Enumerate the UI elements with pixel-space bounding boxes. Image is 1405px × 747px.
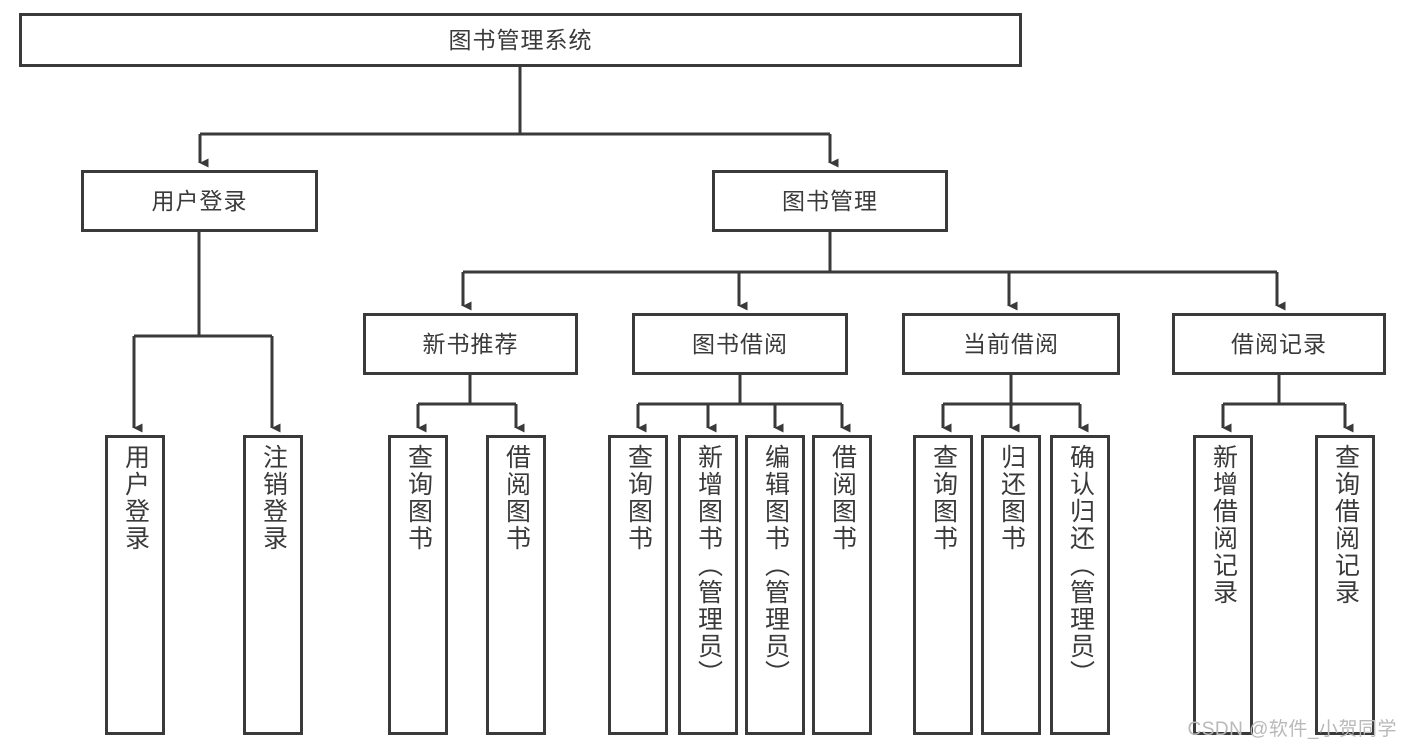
node-leaf-logout-label: 注销登录 xyxy=(259,444,288,552)
node-leaf-return-book-label: 归还图书 xyxy=(997,444,1026,552)
node-root[interactable]: 图书管理系统 xyxy=(19,13,1022,67)
node-leaf-add-borrow-record-label: 新增借阅记录 xyxy=(1209,444,1238,606)
node-leaf-add-book-admin-label: 新增图书（管理员） xyxy=(694,444,723,687)
node-leaf-query-book-rec-label: 查询图书 xyxy=(404,444,433,552)
node-user-login[interactable]: 用户登录 xyxy=(81,170,318,232)
node-borrow-records[interactable]: 借阅记录 xyxy=(1172,313,1386,375)
node-book-management[interactable]: 图书管理 xyxy=(712,170,948,232)
node-leaf-query-book-rec[interactable]: 查询图书 xyxy=(388,435,448,735)
node-book-management-label: 图书管理 xyxy=(782,187,878,214)
node-leaf-add-book-admin[interactable]: 新增图书（管理员） xyxy=(678,435,738,735)
node-leaf-query-borrow-record[interactable]: 查询借阅记录 xyxy=(1315,435,1375,735)
watermark: CSDN @软件_小贺同学 xyxy=(1187,719,1397,740)
node-leaf-query-borrow-record-label: 查询借阅记录 xyxy=(1331,444,1360,606)
node-leaf-borrow-book-label: 借阅图书 xyxy=(828,444,857,552)
node-leaf-borrow-book-rec[interactable]: 借阅图书 xyxy=(486,435,546,735)
node-new-book-recommend-label: 新书推荐 xyxy=(422,330,519,357)
node-new-book-recommend[interactable]: 新书推荐 xyxy=(363,313,578,375)
node-leaf-return-book[interactable]: 归还图书 xyxy=(981,435,1041,735)
node-book-borrow[interactable]: 图书借阅 xyxy=(632,313,848,375)
node-borrow-records-label: 借阅记录 xyxy=(1231,330,1327,357)
node-leaf-confirm-return-admin[interactable]: 确认归还（管理员） xyxy=(1050,435,1110,735)
node-leaf-query-book-current[interactable]: 查询图书 xyxy=(913,435,973,735)
node-leaf-user-login[interactable]: 用户登录 xyxy=(105,435,165,735)
node-leaf-add-borrow-record[interactable]: 新增借阅记录 xyxy=(1193,435,1253,735)
node-current-borrow-label: 当前借阅 xyxy=(963,330,1059,357)
node-leaf-edit-book-admin[interactable]: 编辑图书（管理员） xyxy=(745,435,805,735)
node-leaf-borrow-book[interactable]: 借阅图书 xyxy=(812,435,872,735)
node-root-label: 图书管理系统 xyxy=(448,26,593,53)
node-book-borrow-label: 图书借阅 xyxy=(692,330,788,357)
node-leaf-borrow-book-rec-label: 借阅图书 xyxy=(502,444,531,552)
node-user-login-label: 用户登录 xyxy=(151,187,248,214)
node-leaf-confirm-return-admin-label: 确认归还（管理员） xyxy=(1066,444,1095,687)
node-current-borrow[interactable]: 当前借阅 xyxy=(902,313,1120,375)
node-leaf-logout[interactable]: 注销登录 xyxy=(243,435,303,735)
node-leaf-user-login-label: 用户登录 xyxy=(121,444,150,552)
node-leaf-query-book-current-label: 查询图书 xyxy=(929,444,958,552)
node-leaf-query-book-borrow-label: 查询图书 xyxy=(624,444,653,552)
node-leaf-query-book-borrow[interactable]: 查询图书 xyxy=(608,435,668,735)
node-leaf-edit-book-admin-label: 编辑图书（管理员） xyxy=(761,444,790,687)
